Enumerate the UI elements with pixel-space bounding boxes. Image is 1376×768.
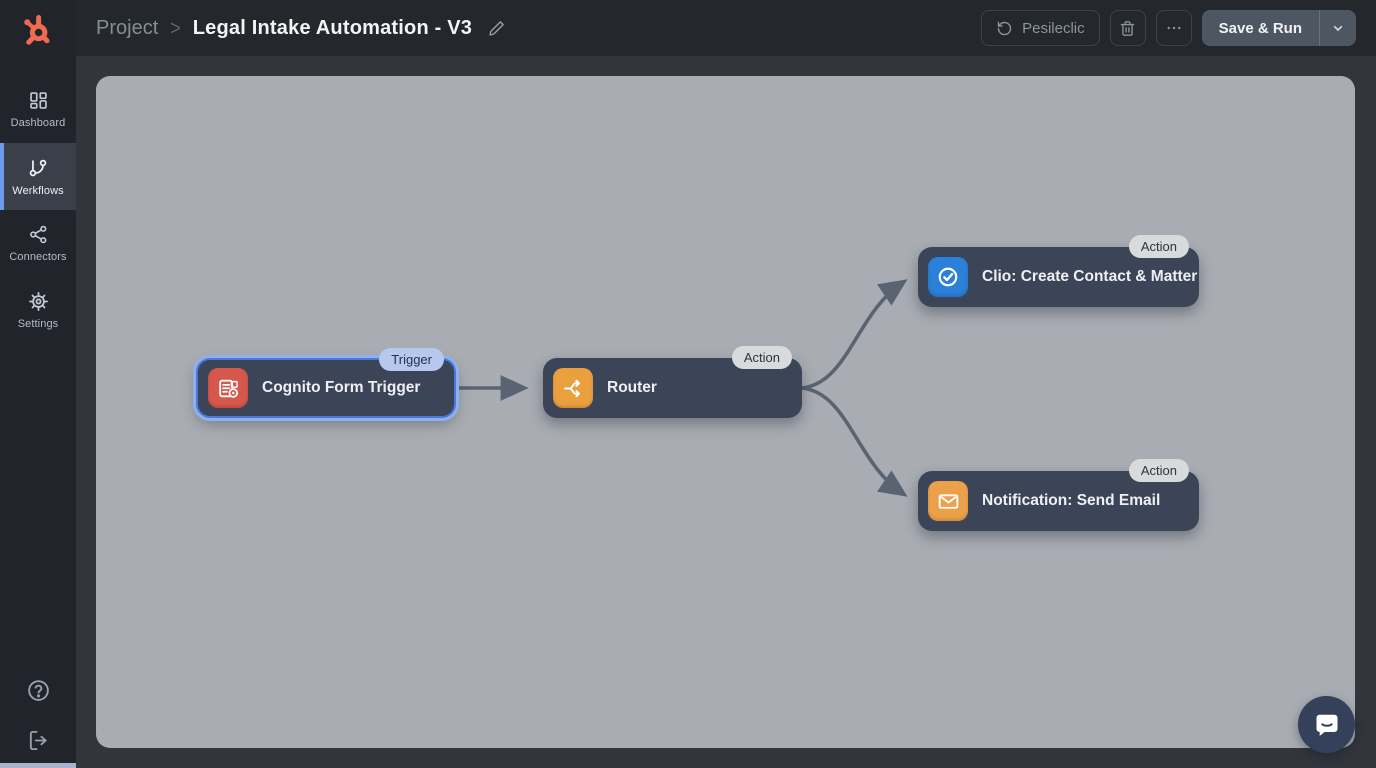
- gear-icon: [28, 292, 48, 311]
- page-title: Legal Intake Automation - V3: [192, 16, 473, 39]
- sidebar-nav: Dashboard Werkflows Connectors: [0, 76, 76, 344]
- form-trigger-icon: [208, 368, 248, 408]
- top-header: Project > Legal Intake Automation - V3 P…: [76, 0, 1376, 56]
- ellipsis-icon: [1167, 26, 1181, 30]
- workspace: Trigger Cognito Form Trigger Action: [76, 56, 1376, 768]
- sidebar-item-dashboard[interactable]: Dashboard: [0, 76, 76, 143]
- node-title: Router: [607, 379, 657, 396]
- hubspot-logo[interactable]: [0, 0, 76, 60]
- node-title: Notification: Send Email: [982, 492, 1161, 509]
- header-actions: Pesileclic Save & Run: [981, 10, 1356, 46]
- dashboard-grid-icon: [29, 92, 47, 109]
- chevron-down-icon: [1333, 25, 1343, 31]
- router-split-icon: [553, 368, 593, 408]
- restore-button-label: Pesileclic: [1022, 19, 1085, 37]
- logout-icon: [29, 730, 47, 750]
- undo-icon: [997, 21, 1012, 35]
- sidebar-item-label: Connectors: [9, 251, 67, 263]
- node-notification-send-email[interactable]: Action Notification: Send Email: [918, 459, 1199, 531]
- save-run-button[interactable]: Save & Run: [1201, 10, 1319, 46]
- sidebar-utility: [0, 676, 76, 754]
- share-nodes-icon: [29, 225, 46, 244]
- node-title: Cognito Form Trigger: [262, 379, 421, 396]
- action-badge: Action: [1128, 235, 1189, 258]
- save-run-split-button: Save & Run: [1201, 10, 1356, 46]
- mail-icon: [928, 481, 968, 521]
- sprocket-logo-icon: [24, 15, 50, 45]
- sidebar-item-workflows[interactable]: Werkflows: [0, 143, 76, 210]
- edge-router-to-email: [800, 386, 908, 497]
- delete-button[interactable]: [1109, 10, 1146, 46]
- node-cognito-form-trigger[interactable]: Trigger Cognito Form Trigger: [196, 348, 456, 418]
- sidebar-item-label: Dashboard: [10, 117, 66, 129]
- sidebar-item-label: Werkflows: [12, 184, 64, 197]
- breadcrumb: Project > Legal Intake Automation - V3: [96, 15, 506, 40]
- sidebar-item-settings[interactable]: Settings: [0, 277, 76, 344]
- sidebar-item-label: Settings: [17, 318, 59, 330]
- sidebar-item-connectors[interactable]: Connectors: [0, 210, 76, 277]
- workflow-canvas[interactable]: Trigger Cognito Form Trigger Action: [96, 76, 1355, 748]
- save-run-dropdown-button[interactable]: [1319, 10, 1356, 46]
- action-badge: Action: [731, 346, 792, 369]
- edit-title-button[interactable]: [488, 19, 506, 37]
- chat-bubble-icon: [1316, 714, 1337, 736]
- pencil-icon: [489, 21, 504, 36]
- node-title: Clio: Create Contact & Matter: [982, 268, 1198, 285]
- edge-router-to-clio: [800, 279, 908, 390]
- breadcrumb-project-link[interactable]: Project: [96, 16, 159, 39]
- workflow-branch-icon: [29, 159, 47, 176]
- node-router[interactable]: Action Router: [543, 346, 802, 418]
- bottom-edge-strip: [0, 763, 76, 768]
- help-button[interactable]: [24, 676, 52, 704]
- trash-icon: [1120, 20, 1135, 36]
- breadcrumb-separator: >: [170, 15, 181, 40]
- chat-launcher-button[interactable]: [1298, 696, 1355, 753]
- logout-button[interactable]: [24, 726, 52, 754]
- trigger-badge: Trigger: [379, 348, 444, 371]
- check-circle-icon: [928, 257, 968, 297]
- sidebar: Dashboard Werkflows Connectors: [0, 0, 76, 768]
- help-circle-icon: [27, 679, 49, 701]
- restore-button[interactable]: Pesileclic: [981, 10, 1100, 46]
- more-options-button[interactable]: [1155, 10, 1192, 46]
- node-clio-create-contact-matter[interactable]: Action Clio: Create Contact & Matter: [918, 235, 1199, 307]
- action-badge: Action: [1128, 459, 1189, 482]
